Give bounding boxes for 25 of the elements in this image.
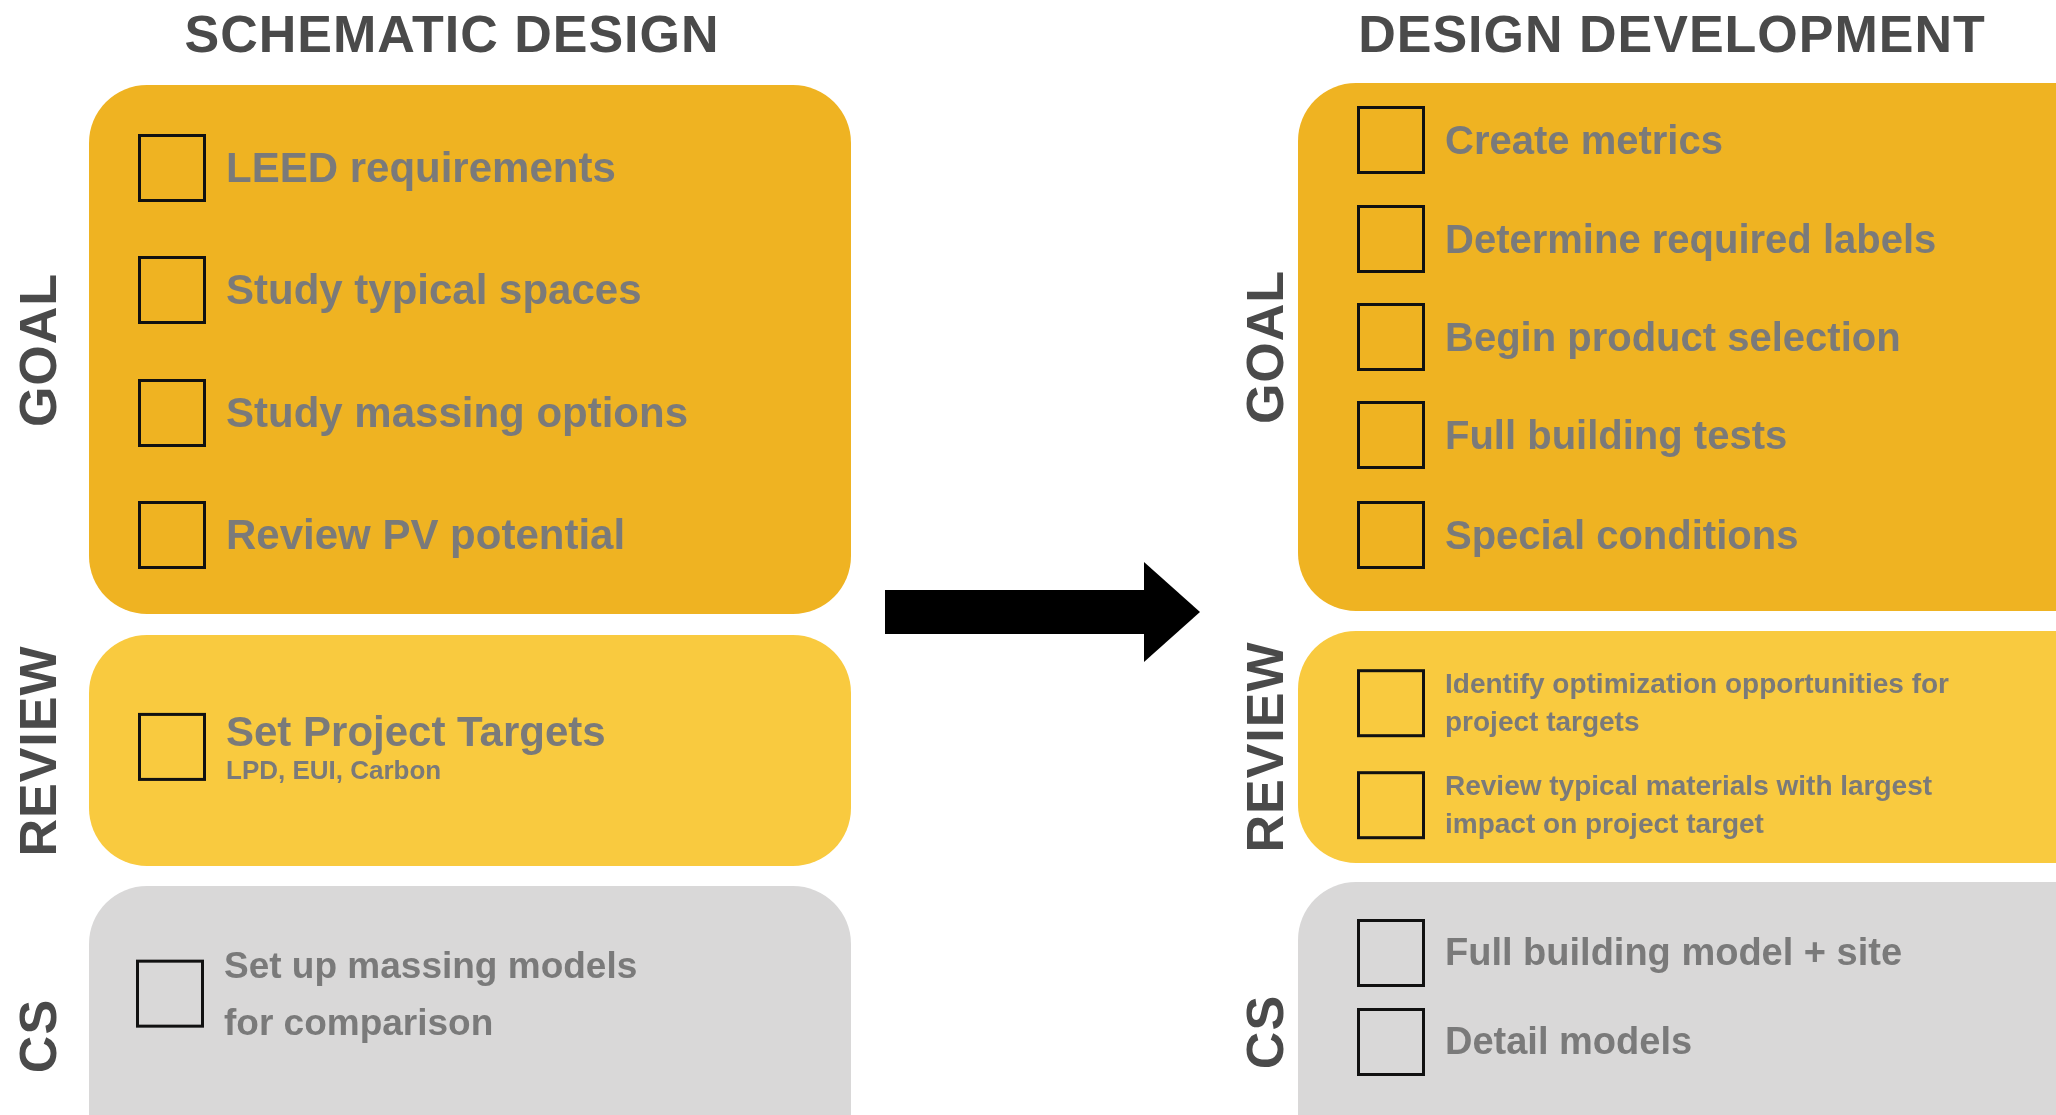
item-text: Begin product selection [1445,314,1901,360]
item-text: Review PV potential [226,510,626,560]
item-text: LEED requirements [226,143,616,193]
side-label: GOAL [8,272,68,427]
item-subtext: LPD, EUI, Carbon [226,756,443,787]
item-text: Identify optimization opportunities for project targets [1445,667,1950,739]
side-label: REVIEW [8,644,68,857]
item-text: Set up massing models for comparison [224,943,639,1045]
item-text: Study typical spaces [226,265,642,315]
item-text: Review typical materials with largest impact on project target [1445,769,1934,841]
side-label: GOAL [1235,269,1295,425]
column-heading: SCHEMATIC DESIGN [184,4,720,64]
item-text: Special conditions [1445,512,1799,558]
item-text: Full building tests [1445,412,1788,458]
side-label: REVIEW [1235,641,1295,853]
column-heading: DESIGN DEVELOPMENT [1358,4,1986,64]
arrow [885,562,1200,662]
item-text: Create metrics [1445,117,1723,163]
item-text: Determine required labels [1445,216,1937,262]
item-text: Detail models [1445,1020,1693,1064]
item-text: Full building model + site [1445,931,1903,975]
item-text: Set Project Targets [226,707,606,757]
item-text: Study massing options [226,388,689,438]
side-label: CS [1235,994,1295,1070]
side-label: CS [8,998,68,1074]
